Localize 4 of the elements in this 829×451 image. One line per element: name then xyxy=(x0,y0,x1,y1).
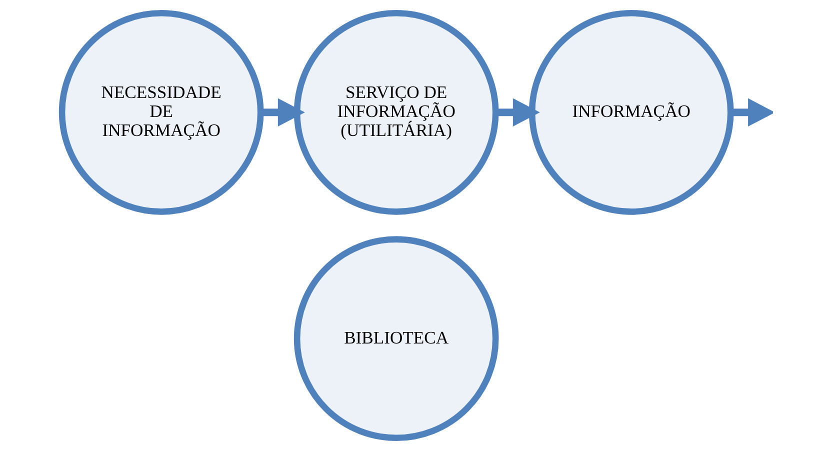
node-circle: BIBLIOTECA xyxy=(293,236,498,442)
node-circle: INFORMAÇÃO xyxy=(528,10,734,215)
node-circle: NECESSIDADE DE INFORMAÇÃO xyxy=(58,10,264,215)
node-circle: SERVIÇO DE INFORMAÇÃO (UTILITÁRIA) xyxy=(293,10,498,215)
